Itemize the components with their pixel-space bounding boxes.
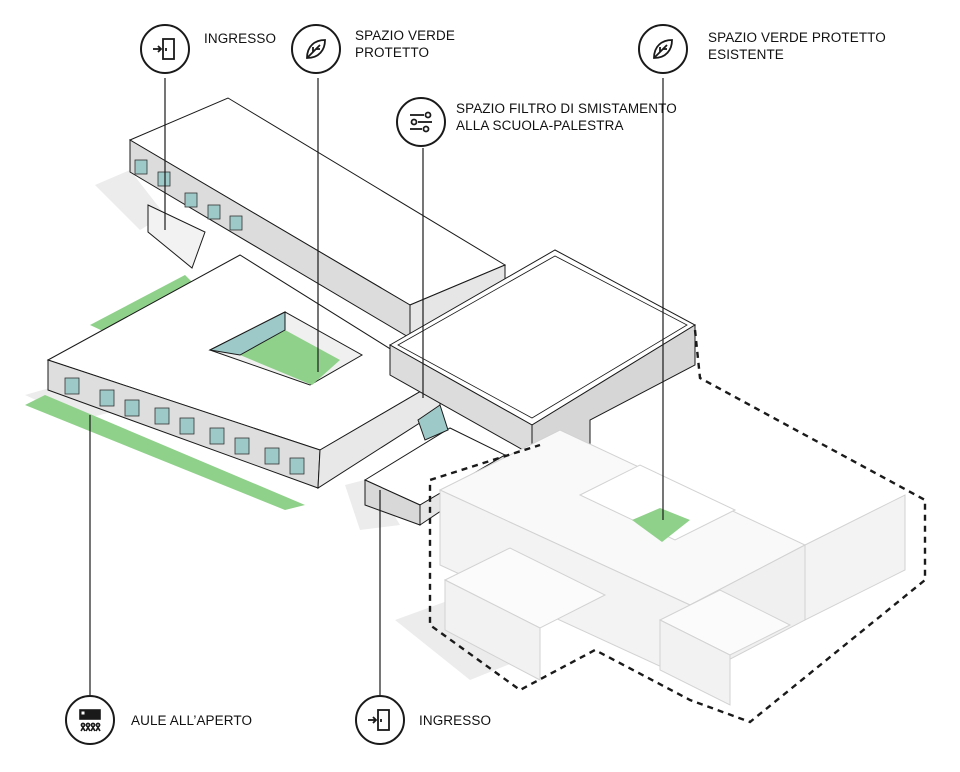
callout-outdoor-classrooms: AULE ALL’APERTO bbox=[65, 695, 252, 745]
leaf-icon bbox=[291, 24, 341, 74]
callout-entrance-top-label: INGRESSO bbox=[204, 30, 277, 46]
sliders-icon bbox=[396, 97, 446, 147]
existing-building-outline bbox=[428, 329, 927, 724]
callout-existing-green-label: SPAZIO VERDE PROTETTO ESISTENTE bbox=[708, 30, 886, 62]
back-bar-windows bbox=[134, 159, 243, 231]
callout-green-space-line2: PROTETTO bbox=[355, 45, 430, 60]
callout-green-space: SPAZIO VERDE PROTETTO bbox=[291, 24, 455, 74]
courtyard-building-windows bbox=[64, 377, 305, 475]
existing-building bbox=[438, 429, 906, 706]
callout-green-space-line1: SPAZIO VERDE bbox=[355, 28, 455, 43]
callout-filter-space-label: SPAZIO FILTRO DI SMISTAMENTO ALLA SCUOLA… bbox=[456, 100, 677, 134]
gym-building bbox=[388, 249, 697, 456]
callout-entrance-top: INGRESSO bbox=[140, 24, 276, 74]
door-entrance-icon bbox=[140, 24, 190, 74]
callout-existing-green: SPAZIO VERDE PROTETTO ESISTENTE bbox=[638, 24, 960, 74]
callout-entrance-bottom: INGRESSO bbox=[355, 695, 491, 745]
lawn-areas bbox=[25, 275, 305, 510]
callout-filter-space-line2: ALLA SCUOLA-PALESTRA bbox=[456, 118, 624, 133]
leaf-icon bbox=[638, 24, 688, 74]
callout-green-space-label: SPAZIO VERDE PROTETTO bbox=[355, 27, 455, 61]
door-entrance-icon bbox=[355, 695, 405, 745]
callout-filter-space-line1: SPAZIO FILTRO DI SMISTAMENTO bbox=[456, 101, 677, 116]
callout-entrance-bottom-label: INGRESSO bbox=[419, 712, 492, 728]
callout-outdoor-classrooms-label: AULE ALL’APERTO bbox=[131, 712, 253, 728]
callout-filter-space: SPAZIO FILTRO DI SMISTAMENTO ALLA SCUOLA… bbox=[396, 97, 677, 147]
leader-lines bbox=[89, 78, 664, 695]
outdoor-classroom-icon bbox=[65, 695, 115, 745]
